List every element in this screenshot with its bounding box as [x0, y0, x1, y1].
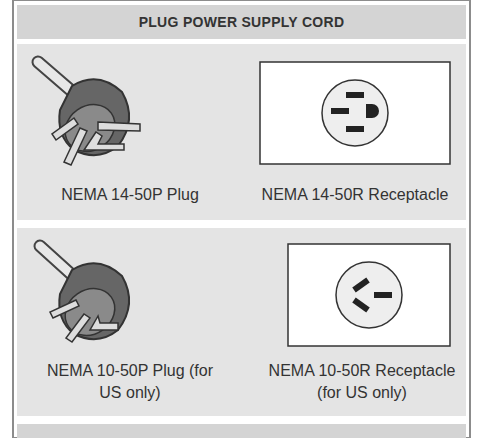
receptacle-14-50r — [260, 62, 450, 164]
footer-band — [17, 424, 466, 438]
header-title: PLUG POWER SUPPLY CORD — [17, 6, 466, 38]
plug-14-50p — [38, 62, 140, 165]
plug-10-50p — [40, 246, 129, 345]
receptacle-10-50r — [288, 244, 450, 346]
receptacle-label: NEMA 10-50R Receptacle (for US only) — [262, 360, 462, 404]
receptacle-label: NEMA 14-50R Receptacle — [255, 184, 455, 206]
plug-label: NEMA 10-50P Plug (for US only) — [45, 360, 215, 404]
panel-background — [17, 44, 466, 220]
header-band — [17, 5, 466, 39]
connector-panel: NEMA 14-50P Plug NEMA 14-50R Receptacle — [17, 44, 466, 220]
frame — [13, 0, 470, 438]
plug-label: NEMA 14-50P Plug — [45, 184, 215, 206]
connector-panel: NEMA 10-50P Plug (for US only) NEMA 10-50… — [17, 228, 466, 416]
panel-background — [17, 228, 466, 416]
